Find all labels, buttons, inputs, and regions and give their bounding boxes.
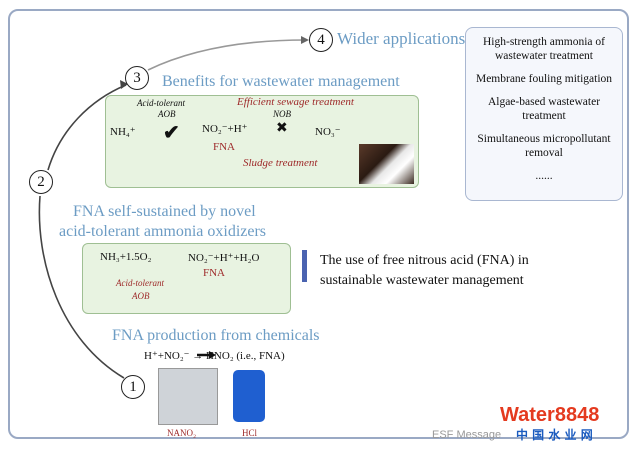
reaction-right: NO₂⁻+H⁺+H₂O [188,252,260,264]
application-item: Membrane fouling mitigation [475,73,613,85]
applications-box: High-strength ammonia of wastewater trea… [465,27,623,201]
step-4-number: 4 [309,28,333,52]
reaction-left: NH₃+1.5O₂ [100,251,152,263]
watermark-cn: 中 国 水 业 网 [516,428,593,442]
sludge-photo [359,144,414,184]
curve-2-to-3 [47,84,127,171]
aob-label: AOB [132,291,150,301]
fna-label: FNA [203,267,226,279]
center-text: sustainable wastewater management [320,273,524,288]
application-item: Algae-based wastewater treatment [487,96,601,122]
application-item: High-strength ammonia of wastewater trea… [482,36,605,62]
no3-label: NO₃⁻ [315,126,341,138]
arrowhead-4 [301,36,309,44]
fna-label: FNA [213,141,236,153]
nob-label: NOB [273,109,291,119]
check-icon: ✔ [163,122,180,144]
step-3-number: 3 [125,66,149,90]
step-2-title: FNA self-sustained by novel [73,203,256,220]
curve-3-to-4 [147,39,307,71]
application-item: Simultaneous micropollutant removal [477,133,611,159]
curve-1-to-2 [38,195,125,379]
accent-bar [302,250,307,282]
watermark-logo: Water8848 [500,404,600,426]
hcl-container-image [233,370,265,422]
step-1-number: 1 [121,375,145,399]
cross-icon: ✖ [276,121,288,136]
step-2-number: 2 [29,170,53,194]
nh4-label: NH₄⁺ [110,126,136,138]
efficient-treatment-label: Efficient sewage treatment [237,96,354,108]
step-2-title: acid-tolerant ammonia oxidizers [59,223,267,240]
step-1-equation: H⁺+NO₂⁻ → HNO₂ (i.e., FNA) [144,350,285,362]
hcl-label: HCl [242,428,258,438]
self-sustained-box [82,243,291,314]
step-3-title: Benefits for wastewater management [162,73,400,90]
sludge-treatment-label: Sludge treatment [243,157,318,169]
watermark-faded: ESF Message [432,429,502,441]
step-1-title: FNA production from chemicals [112,327,320,344]
no2-label: NO₂⁻+H⁺ [202,123,248,135]
aob-label: Acid-tolerant [116,278,164,288]
nano2-label: NANO₂ [167,428,197,438]
step-4-title: Wider applications [337,29,466,48]
aob-label: AOB [158,109,176,119]
nano2-bag-image [158,368,218,425]
outer-frame [8,9,629,439]
application-item: ...... [535,170,553,182]
arrowhead-3 [120,80,128,89]
aob-label: Acid-tolerant [137,98,185,108]
center-text: The use of free nitrous acid (FNA) in [320,253,529,268]
